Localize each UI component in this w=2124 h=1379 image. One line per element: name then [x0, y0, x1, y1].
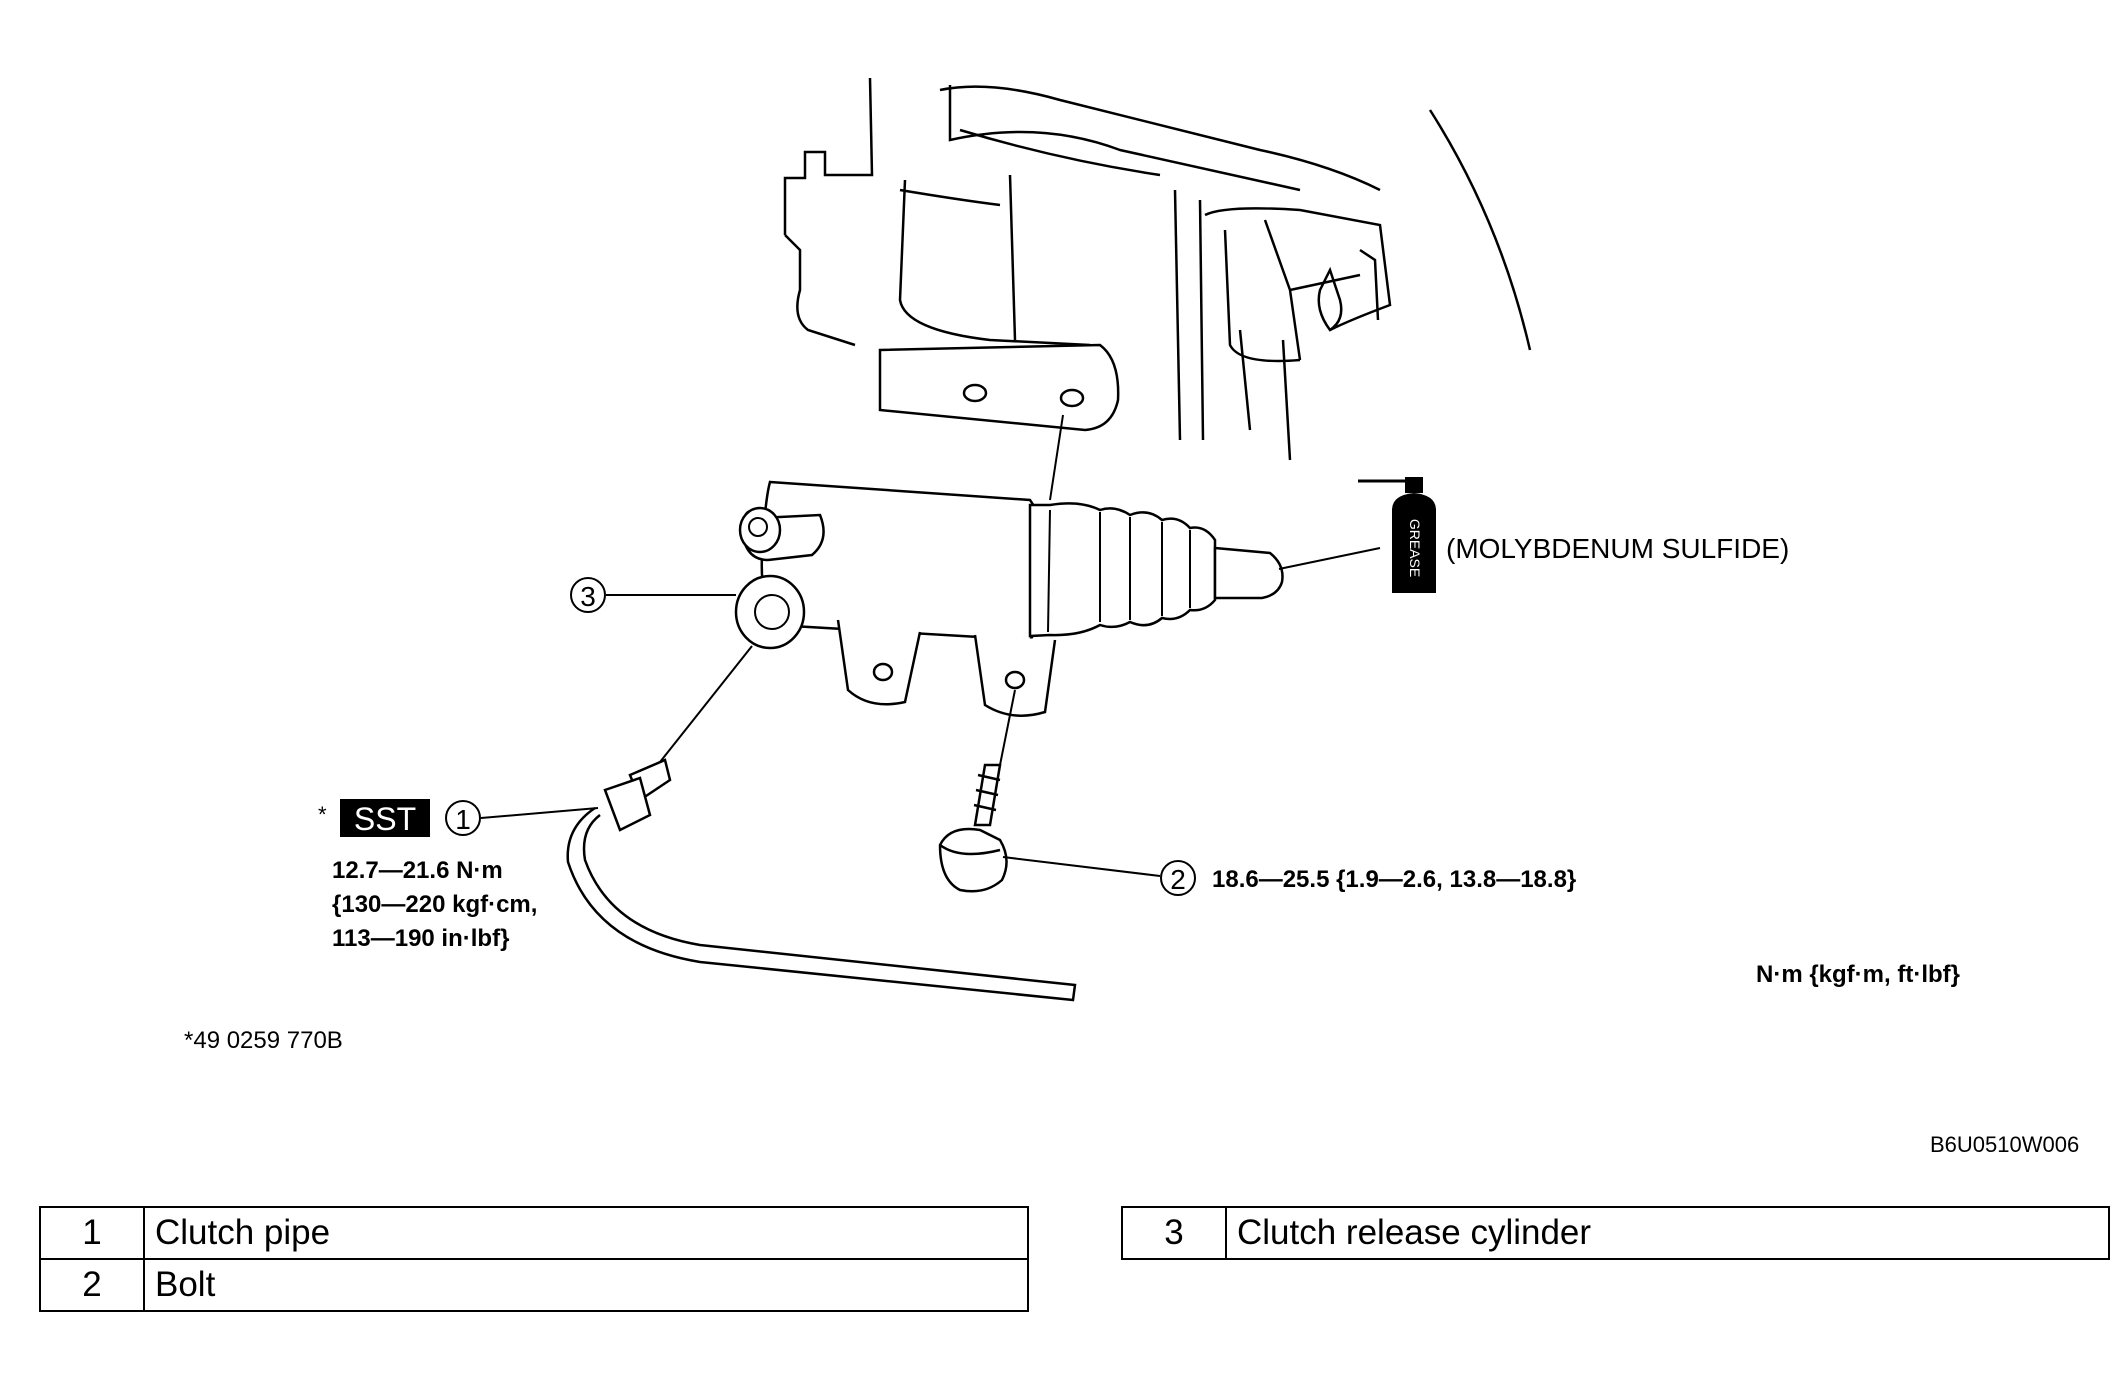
grease-can-text: GREASE [1407, 519, 1423, 577]
grease-can-icon: GREASE [1278, 477, 1436, 593]
table-row: 2 Bolt [39, 1258, 1029, 1312]
bracket-bolt-hole-left [962, 383, 988, 403]
table-row: 3 Clutch release cylinder [1121, 1206, 2110, 1260]
part-number: 2 [39, 1258, 145, 1312]
callout-2-number: 2 [1170, 864, 1186, 895]
unit-note: N·m {kgf·m, ft·lbf} [1756, 961, 1960, 988]
part-number: 3 [1121, 1206, 1227, 1260]
ear-hole-right [1004, 670, 1026, 690]
grease-label: (MOLYBDENUM SULFIDE) [1446, 533, 1789, 564]
boot-ribs [1047, 509, 1191, 633]
figure-code: B6U0510W006 [1930, 1132, 2079, 1157]
bleeder-tip [748, 517, 768, 537]
pipe-port-inner [754, 594, 790, 630]
transmission-housing [783, 77, 1532, 461]
grease-leader-line [1278, 547, 1381, 570]
clutch-pipe-torque-line3: 113—190 in·lbf} [332, 925, 509, 952]
clutch-pipe-torque-line2: {130—220 kgf·cm, [332, 891, 537, 918]
callout-1-number: 1 [455, 804, 471, 835]
clutch-pipe [566, 645, 1077, 1002]
table-row: 1 Clutch pipe [39, 1206, 1029, 1260]
bolt [938, 689, 1016, 893]
ear-hole-left [872, 662, 894, 682]
sst-asterisk: * [318, 802, 327, 827]
part-name: Clutch release cylinder [1225, 1206, 2110, 1260]
clutch-pipe-torque-line1: 12.7—21.6 N·m [332, 857, 503, 884]
sst-number: *49 0259 770B [184, 1027, 343, 1054]
bracket-bolt-hole-right [1059, 388, 1085, 408]
part-number: 1 [39, 1206, 145, 1260]
callout-2-leader [1002, 856, 1161, 877]
bolt-torque-spec: 18.6—25.5 {1.9—2.6, 13.8—18.8} [1212, 866, 1576, 893]
alignment-leader-bracket [1049, 414, 1064, 501]
callout-1-leader [480, 807, 599, 819]
callout-1-circle [445, 800, 481, 836]
callout-3-number: 3 [580, 581, 596, 612]
bleeder-cap [738, 506, 782, 554]
part-name: Bolt [143, 1258, 1029, 1312]
pipe-port-outer [734, 574, 806, 650]
sst-badge-text: SST [354, 801, 416, 837]
parts-table-right: 3 Clutch release cylinder [1121, 1206, 2110, 1260]
release-cylinder-body [740, 480, 1284, 717]
parts-table-left: 1 Clutch pipe 2 Bolt [39, 1206, 1029, 1312]
part-name: Clutch pipe [143, 1206, 1029, 1260]
sst-badge [340, 799, 430, 837]
callout-3-circle [570, 577, 606, 613]
callout-2-circle [1160, 860, 1196, 896]
